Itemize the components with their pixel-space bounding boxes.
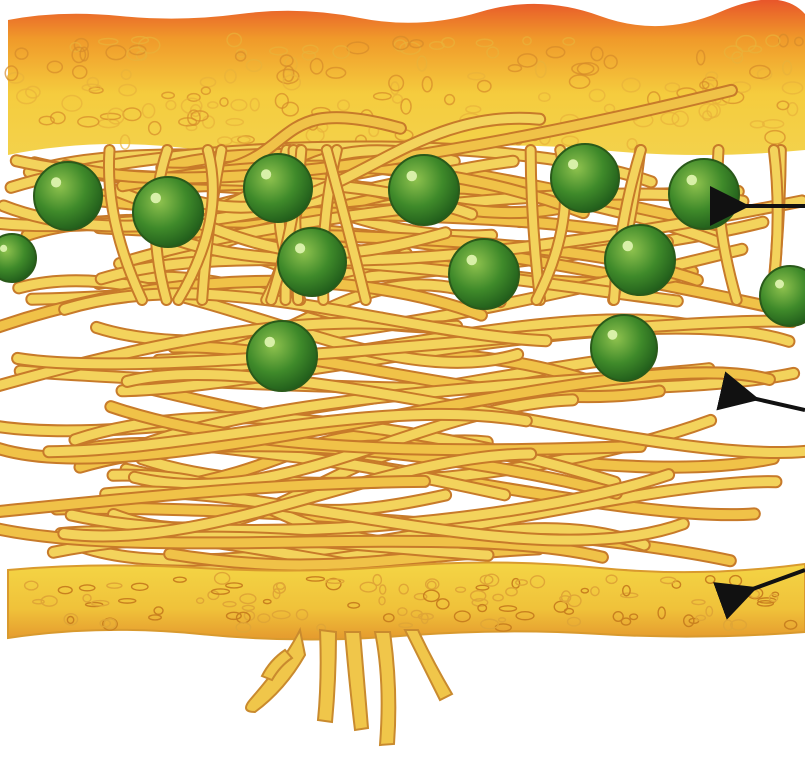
algal-cell-highlight [687, 175, 698, 186]
algal-cell-highlight [608, 330, 618, 340]
algal-cell-highlight [0, 245, 7, 252]
algal-cell [278, 228, 346, 296]
algal-cell [449, 239, 519, 309]
algal-cell [34, 162, 102, 230]
algal-cell [133, 177, 203, 247]
algal-cell-highlight [568, 159, 578, 169]
algal-cell-highlight [151, 193, 162, 204]
algal-cell-highlight [265, 337, 276, 348]
arrow-medulla [752, 398, 805, 410]
algal-cell-highlight [261, 169, 271, 179]
algal-cell [551, 144, 619, 212]
algal-cell-highlight [407, 171, 418, 182]
algal-cell-highlight [467, 255, 478, 266]
algal-cell [247, 321, 317, 391]
algal-cell [605, 225, 675, 295]
rhizines [246, 630, 452, 745]
algal-cell-highlight [51, 177, 61, 187]
algal-cell-highlight [295, 243, 305, 253]
algal-cell [244, 154, 312, 222]
algal-cell-highlight [775, 280, 784, 289]
algal-cell [0, 234, 36, 282]
algal-cell [389, 155, 459, 225]
algal-cell [669, 159, 739, 229]
upper-cortex [5, 0, 805, 158]
algal-cell [591, 315, 657, 381]
algal-cell-highlight [623, 241, 634, 252]
lower-cortex [8, 562, 805, 639]
